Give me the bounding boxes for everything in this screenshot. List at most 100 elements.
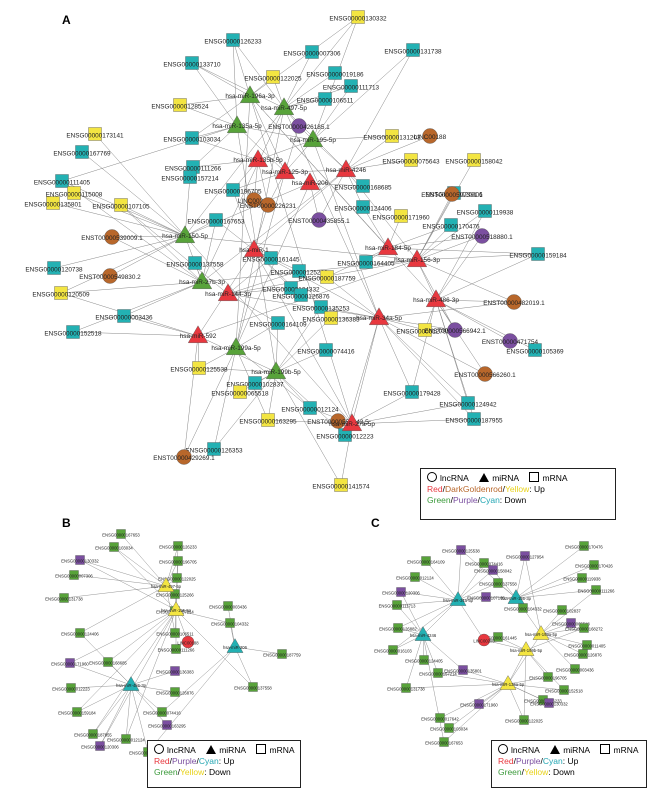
network-edge	[52, 202, 186, 237]
mrna-node-label: ENSG00000196705	[159, 560, 197, 565]
network-edge	[234, 646, 254, 688]
mrna-node	[458, 665, 468, 675]
mrna-node	[185, 131, 199, 145]
lncrna-node	[474, 228, 490, 244]
lncrna-node	[104, 229, 120, 245]
legend-mirna-label: miRNA	[563, 745, 591, 755]
legend-text: Yellow	[524, 767, 549, 777]
legend-text: Yellow	[180, 767, 205, 777]
network-c-edges	[392, 545, 597, 743]
mrna-node	[223, 601, 233, 611]
mrna-node	[67, 186, 81, 200]
network-edge	[107, 609, 177, 663]
network-edge	[507, 683, 565, 691]
mrna-node-label: ENSG00000168685	[334, 185, 392, 192]
lncrna-node	[176, 449, 192, 465]
mrna-node	[577, 573, 587, 583]
mrna-node-label: ENSG00000119938	[457, 210, 514, 217]
mrna-node-label: ENSG00000126882	[379, 627, 417, 632]
mirna-node-label: hsa-miR-497-5p	[151, 584, 182, 589]
network-edge	[191, 62, 285, 109]
mirna-node	[507, 589, 525, 604]
mirna-node	[191, 271, 213, 289]
network-edge	[235, 107, 285, 349]
network-edge	[378, 317, 413, 393]
network-edge	[435, 235, 483, 301]
network-edge	[378, 317, 469, 404]
network-edge	[439, 683, 509, 719]
network-edge	[179, 95, 251, 106]
network-edge	[79, 559, 167, 587]
mirna-node	[265, 361, 287, 379]
mirna-node	[406, 249, 428, 267]
mrna-node	[192, 361, 206, 375]
mrna-node-label: ENSG00000168272	[565, 627, 603, 632]
network-edge	[61, 180, 203, 283]
legend-mrna-label: mRNA	[542, 473, 568, 483]
lncrna-node-label: ENST00000426185.1	[268, 124, 330, 131]
legend-lncrna-label: lncRNA	[167, 745, 196, 755]
legend-mrna-label: mRNA	[613, 745, 639, 755]
mrna-node	[488, 565, 498, 575]
legend-text: Purple	[171, 756, 197, 766]
network-edge	[191, 125, 238, 139]
mrna-node-label: ENSG00000125538	[442, 549, 480, 554]
mrna-node-label: ENSG00000102837	[226, 382, 284, 389]
network-edge	[120, 204, 186, 237]
mrna-node	[88, 127, 102, 141]
network-edge	[275, 349, 327, 373]
network-edge	[99, 684, 132, 747]
mirna-node-label: hsa-miR-34a-5p	[356, 315, 402, 322]
network-edge	[183, 347, 237, 458]
mrna-node-label: ENSG00000158042	[445, 159, 503, 166]
mrna-node-label: ENSG00000137558	[234, 686, 272, 691]
mirna-node	[302, 129, 324, 148]
lncrna-node-label: LINC00188	[177, 640, 199, 645]
mrna-node	[95, 741, 105, 751]
mirna-node-label: hsa-miR-1	[239, 247, 269, 254]
lncrna-node	[246, 192, 262, 208]
mrna-node-label: ENSG00000170426	[575, 564, 613, 569]
mrna-node-label: ENSG00000120509	[32, 292, 90, 299]
network-edge	[400, 591, 459, 601]
legend-lncrna-label: lncRNA	[440, 473, 469, 483]
mrna-node-label: ENSG00000125538	[170, 367, 228, 374]
network-edge	[443, 683, 509, 743]
mirna-node-label: hsa-miR-4246	[326, 167, 367, 174]
legend-text: Purple	[515, 756, 541, 766]
network-edge	[267, 371, 277, 421]
network-edge	[79, 585, 167, 634]
mrna-node	[589, 560, 599, 570]
mrna-node	[444, 723, 454, 733]
network-edge	[81, 151, 186, 237]
network-edge	[540, 627, 585, 635]
mrna-node-label: ENSG00000124406	[334, 206, 392, 213]
network-edge	[351, 391, 413, 425]
mirna-node	[273, 97, 295, 116]
mrna-node-label: ENSG00000103034	[163, 137, 221, 144]
network-edge	[284, 169, 347, 173]
network-edge	[147, 646, 236, 753]
mirna-node	[239, 85, 261, 104]
legend-text: /	[502, 484, 505, 494]
legend-text: /	[196, 756, 199, 766]
square-icon	[600, 744, 611, 754]
network-edge	[457, 569, 494, 601]
mrna-node-label: ENSG00000196705	[204, 189, 262, 196]
network-edge	[283, 85, 352, 109]
mirna-node-label: hsa-miR-196a-3p	[225, 93, 275, 100]
legend-text: /	[442, 484, 445, 494]
mrna-node-label: ENSG00000168685	[89, 661, 127, 666]
network-edge	[79, 559, 177, 611]
mrna-node-label: ENSG00000135253	[292, 306, 350, 313]
network-edge	[396, 599, 459, 606]
mrna-node	[233, 385, 247, 399]
mrna-node-label: ENSG00000170476	[422, 224, 480, 231]
mrna-node-label: ENSG00000164109	[407, 560, 445, 565]
mrna-node	[401, 683, 411, 693]
legend-text: /	[521, 767, 524, 777]
mrna-node	[461, 396, 475, 410]
mrna-node	[566, 618, 576, 628]
legend-down-row: Green/Yellow: Down	[498, 767, 640, 778]
